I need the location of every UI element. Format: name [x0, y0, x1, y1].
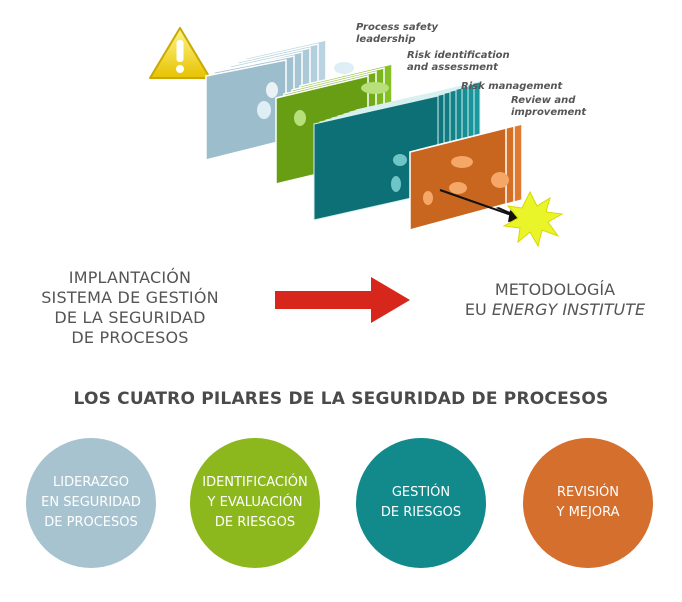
methodology-text: METODOLOGÍA EU ENERGY INSTITUTE	[440, 280, 670, 320]
pillar-risk-management: GESTIÓN DE RIESGOS	[356, 438, 486, 568]
pillar-text: IDENTIFICACIÓN Y EVALUACIÓN DE RIESGOS	[202, 473, 307, 533]
label-line: Review and	[511, 95, 576, 106]
starburst-icon	[502, 190, 564, 248]
pillar-line: Y MEJORA	[556, 505, 620, 520]
label-line: Process safety	[356, 22, 439, 33]
layer-label-leadership: Process safety leadership	[356, 22, 466, 46]
pillar-text: LIDERAZGO EN SEGURIDAD DE PROCESOS	[41, 473, 141, 533]
pillar-text: GESTIÓN DE RIESGOS	[381, 483, 461, 523]
pillar-line: LIDERAZGO	[53, 475, 129, 490]
implementation-line: DE LA SEGURIDAD	[54, 308, 206, 327]
methodology-line: METODOLOGÍA	[494, 280, 616, 299]
pillar-line: GESTIÓN	[391, 485, 451, 500]
implementation-text: IMPLANTACIÓN SISTEMA DE GESTIÓN DE LA SE…	[20, 268, 240, 348]
layer-label-review: Review and improvement	[511, 95, 601, 119]
layer-label-risk-identification: Risk identification and assessment	[407, 50, 517, 74]
implementation-line: SISTEMA DE GESTIÓN	[41, 288, 219, 307]
pillar-line: Y EVALUACIÓN	[207, 495, 303, 510]
label-line: Risk identification	[407, 50, 510, 61]
label-line: Risk management	[461, 81, 563, 92]
methodology-line: EU ENERGY INSTITUTE	[440, 300, 670, 320]
layer-review-improvement	[409, 123, 523, 231]
label-line: leadership	[356, 34, 416, 45]
methodology-prefix: EU	[464, 300, 492, 319]
label-line: improvement	[511, 107, 587, 118]
pillar-risk-identification: IDENTIFICACIÓN Y EVALUACIÓN DE RIESGOS	[190, 438, 320, 568]
pillar-line: EN SEGURIDAD	[41, 495, 141, 510]
pillar-line: DE PROCESOS	[44, 515, 138, 530]
warning-triangle-icon	[149, 27, 211, 79]
pillar-review: REVISIÓN Y MEJORA	[523, 438, 653, 568]
label-line: and assessment	[407, 62, 498, 73]
pillar-line: DE RIESGOS	[380, 505, 462, 520]
pillar-text: REVISIÓN Y MEJORA	[557, 483, 620, 523]
methodology-emphasis: ENERGY INSTITUTE	[491, 300, 646, 319]
swiss-cheese-diagram	[149, 27, 564, 248]
right-arrow-icon	[275, 277, 410, 323]
pillar-leadership: LIDERAZGO EN SEGURIDAD DE PROCESOS	[26, 438, 156, 568]
pillar-line: IDENTIFICACIÓN	[202, 475, 308, 490]
pillar-line: DE RIESGOS	[214, 515, 296, 530]
pillars-title: LOS CUATRO PILARES DE LA SEGURIDAD DE PR…	[73, 389, 609, 409]
pillar-line: REVISIÓN	[556, 485, 620, 500]
implementation-line: DE PROCESOS	[71, 328, 189, 347]
implementation-line: IMPLANTACIÓN	[68, 268, 192, 287]
layer-label-risk-management: Risk management	[461, 81, 571, 93]
